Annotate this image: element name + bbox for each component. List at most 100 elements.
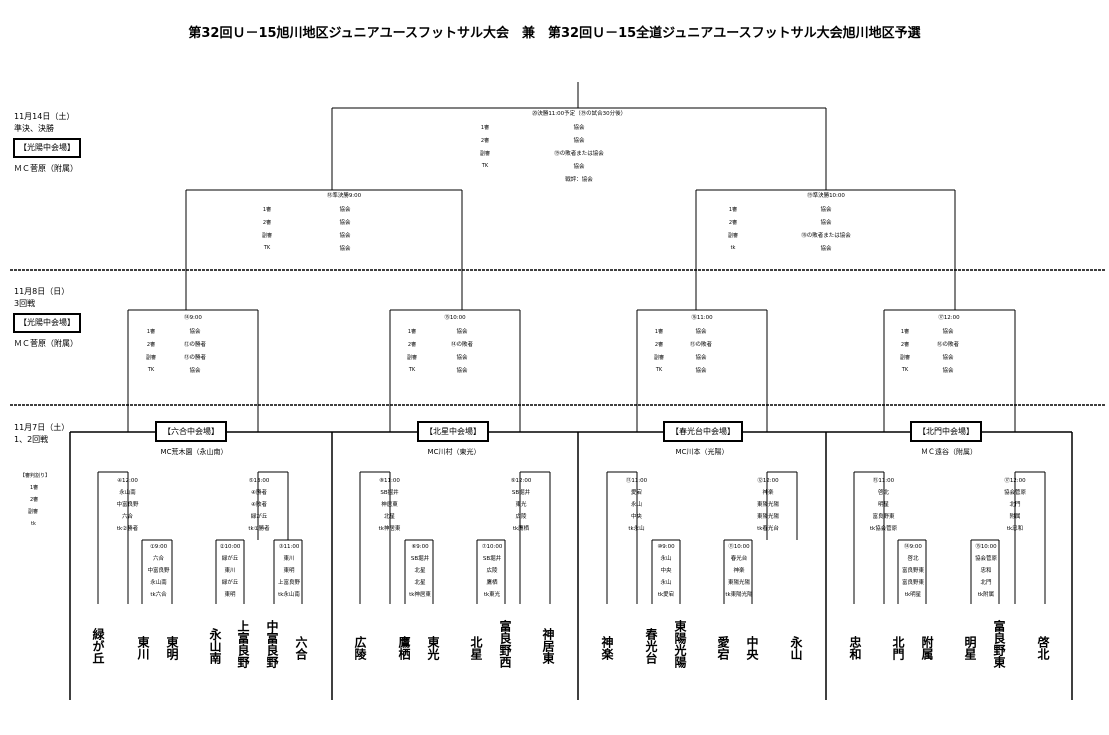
match-ref: 協会菅原: [974, 556, 997, 562]
r3-official: ⑫の勝者: [183, 342, 206, 348]
team-name: 富良野西: [498, 620, 512, 668]
semi-role: 1審: [728, 207, 738, 213]
r1-match-info: ①9:00 六合 中富良野 永山南 tk六合: [142, 541, 175, 601]
match-ref: 東明: [283, 568, 295, 574]
match-ref: 東陽光陽: [756, 514, 779, 520]
team-name: 東川: [136, 636, 150, 660]
match-ref: 富良野東: [901, 580, 924, 586]
final-role: TK: [481, 163, 489, 169]
match-ref: 六合: [152, 556, 164, 562]
match-ref: tk神居東: [409, 592, 431, 598]
match-ref: 永山南: [150, 580, 167, 586]
team-name: 六合: [294, 636, 308, 660]
r2-match-info: ⑨12:00 SB掘井 東光 広陵 tk鷹栖: [493, 475, 549, 535]
team-name: 東光: [426, 636, 440, 660]
match-ref: 北星: [414, 580, 426, 586]
r3-header: ⑰12:00: [938, 315, 960, 321]
match-ref: 附属: [1009, 514, 1021, 520]
match-ref: 富良野東: [872, 514, 895, 520]
match-ref: tk①勝者: [248, 526, 270, 532]
team-name: 広陵: [353, 636, 367, 660]
match-ref: tk神居東: [378, 526, 401, 532]
match-ref: 東陽光陽: [727, 580, 750, 586]
semi-role: 1審: [262, 207, 272, 213]
day1-round: 準決、決勝: [14, 124, 54, 133]
match-ref: tk六合: [150, 592, 167, 598]
day1-mc: ＭＣ菅原（附属）: [14, 164, 78, 173]
match-ref: tk東光: [483, 592, 501, 598]
match-ref: 東明: [224, 592, 236, 598]
semi-header: ⑱準決勝9:00: [326, 193, 362, 199]
team-name: 北門: [891, 636, 905, 660]
final-header: ⑳決勝11:00予定（⑲の試合30分後）: [531, 111, 627, 117]
match-header: ⑤13:00: [248, 478, 270, 484]
semi-official: 協会: [339, 233, 351, 239]
venue-label: 【六合中会場】: [155, 421, 227, 442]
match-ref: 広陵: [486, 568, 498, 574]
team-name: 緑が丘: [91, 628, 105, 664]
match-ref: tk愛宕: [657, 592, 675, 598]
semi-header: ⑲準決勝10:00: [807, 193, 845, 199]
match-ref: 中富良野: [147, 568, 170, 574]
final-note: 戦評：協会: [565, 177, 593, 183]
day1-date: 11月14日（土）: [14, 112, 75, 121]
match-ref: 春光台: [730, 556, 748, 562]
r3-official: 協会: [456, 355, 468, 361]
r3-role: 副審: [145, 355, 156, 361]
team-name: 東陽光陽: [673, 620, 687, 668]
r3-role: 副審: [406, 355, 417, 361]
match-ref: tk明星: [904, 592, 922, 598]
match-ref: 中央: [660, 568, 672, 574]
match-ref: tk②勝者: [116, 526, 139, 532]
match-ref: 永山南: [119, 490, 136, 496]
match-ref: 神楽: [762, 490, 774, 496]
r2-match-info: ⑫12:00 神楽 東陽光陽 東陽光陽 tk春光台: [740, 475, 796, 535]
team-name: 神居東: [541, 628, 555, 664]
day2-venue: 【光陽中会場】: [13, 313, 81, 333]
referee-legend-role: 1審: [30, 485, 39, 491]
r3-official: 協会: [695, 368, 707, 374]
r1-match-info: ⑭9:00 啓北 富良野東 富良野東 tk明星: [897, 541, 929, 601]
match-header: ⑥9:00: [411, 544, 429, 550]
match-ref: 神楽: [733, 568, 745, 574]
final-official: 協会: [573, 125, 585, 131]
venue-mc: ＭＣ遠谷（附属）: [921, 448, 977, 456]
venue-mc: MC川村（東光）: [427, 448, 481, 456]
match-header: ⑦10:00: [481, 544, 503, 550]
r2-match-info: ⑧11:00 SB掘井 神居東 北星 tk神居東: [362, 475, 417, 535]
match-ref: 永山: [630, 502, 642, 508]
day2-date: 11月8日（日）: [14, 287, 70, 296]
match-ref: 明星: [877, 502, 889, 508]
r1-match-info: ⑦10:00 SB堀井 広陵 鷹栖 tk東光: [476, 541, 508, 601]
venue-mc: MC荒木園（永山南）: [160, 448, 228, 456]
match-ref: tk永山南: [278, 592, 300, 598]
match-ref: 東川: [224, 568, 236, 574]
match-ref: ④勝者: [251, 490, 267, 496]
match-header: ⑭9:00: [904, 544, 922, 550]
match-ref: 中富良野: [116, 502, 139, 508]
match-ref: 中央: [630, 514, 642, 520]
r3-role: TK: [901, 367, 909, 373]
r3-role: 1審: [654, 329, 664, 335]
semi-official: 協会: [820, 246, 832, 252]
team-name: 神楽: [600, 636, 614, 660]
r3-official: 協会: [189, 368, 201, 374]
match-header: ⑧11:00: [379, 478, 400, 484]
match-header: ⑪11:00: [625, 478, 648, 484]
match-header: ⑪10:00: [728, 544, 750, 550]
r1-match-info: ⑮10:00 協会菅原 忠和 北門 tk附属: [970, 541, 1002, 601]
match-header: ④12:00: [117, 478, 138, 484]
team-name: 鷹栖: [397, 636, 411, 660]
semi-role: 副審: [727, 233, 738, 239]
match-ref: SB掘井: [511, 490, 531, 496]
match-header: ⑮11:00: [872, 478, 895, 484]
r2-match-info: ⑮11:00 啓北 明星 富良野東 tk協会菅原: [856, 475, 911, 535]
final-role: 1審: [480, 125, 490, 131]
r3-role: TK: [655, 367, 663, 373]
r3-official: ⑭の敗者: [450, 342, 473, 348]
r2-match-info: ⑰12:00 協会菅原 北門 附属 tk忠和: [987, 475, 1043, 535]
match-ref: ④敗者: [251, 502, 267, 508]
semi-official: 協会: [820, 220, 832, 226]
team-name: 明星: [963, 636, 977, 660]
